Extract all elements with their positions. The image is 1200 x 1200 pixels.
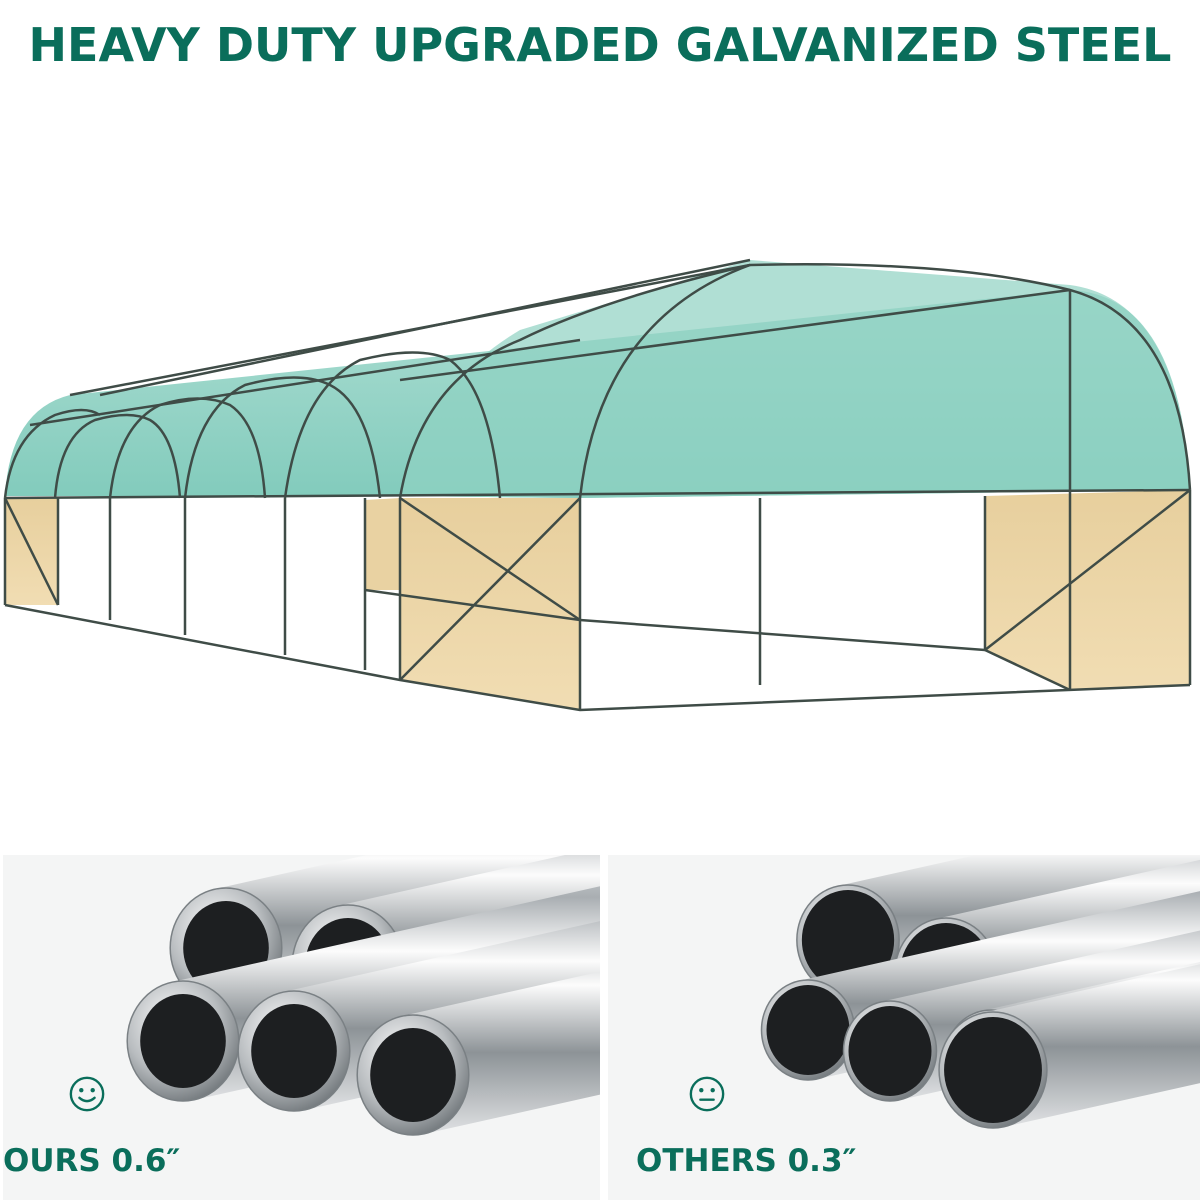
ours-pipe-5 [356,971,600,1136]
ours-diameter-label: OURS 0.6″ [3,1143,181,1179]
others-pipe-bundle [608,855,1200,1200]
others-pipe-6 [938,964,1200,1129]
greenhouse-frame-illustration [3,258,1192,712]
neutral-face-icon [689,1076,725,1112]
ours-pipe-bundle [3,855,600,1200]
smiling-face-icon [69,1076,105,1112]
others-pipe-panel: OTHERS 0.3″ [608,855,1200,1200]
greenhouse-cover [5,260,1190,710]
headline-title: HEAVY DUTY UPGRADED GALVANIZED STEEL [28,18,1172,72]
ours-pipe-panel: OURS 0.6″ [3,855,600,1200]
others-diameter-label: OTHERS 0.3″ [636,1143,857,1179]
greenhouse-steel-frame [3,258,1192,712]
